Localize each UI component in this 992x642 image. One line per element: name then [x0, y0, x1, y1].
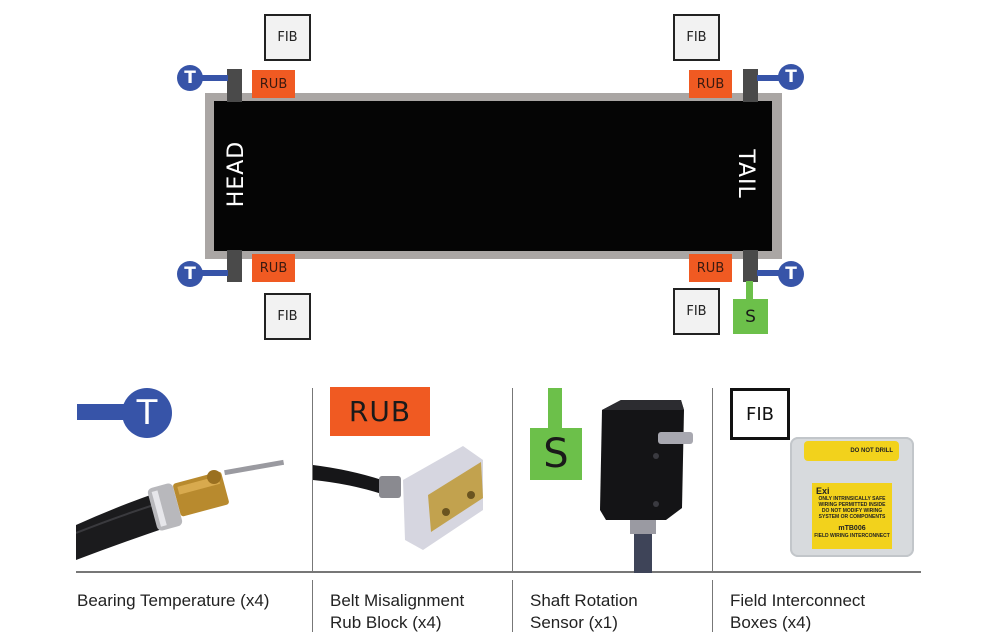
shaft-sensor-icon: S [530, 428, 582, 480]
legend-divider [712, 388, 713, 571]
temp-sensor-icon: T [778, 64, 804, 90]
legend-divider [512, 388, 513, 571]
caption-divider [312, 580, 313, 632]
junction-box-top-label: DO NOT DRILL [804, 441, 899, 461]
caption-line: Sensor (x1) [530, 613, 618, 632]
label-line: ONLY INTRINSICALLY SAFE [818, 496, 886, 502]
temp-sensor-icon: T [177, 65, 203, 91]
legend-divider [312, 388, 313, 571]
temp-sensor-icon: T [177, 261, 203, 287]
temp-sensor-stem [195, 270, 228, 276]
rub-block-tail-top: RUB [689, 70, 732, 98]
rub-block-icon: RUB [330, 387, 430, 436]
bearing-head-bottom [227, 250, 242, 282]
bearing-head-top [227, 69, 242, 102]
label-line: SYSTEM OR COMPONENTS [818, 514, 886, 520]
caption-divider [712, 580, 713, 632]
rub-block-head-bottom: RUB [252, 254, 295, 282]
caption-line: Boxes (x4) [730, 613, 812, 632]
temp-sensor-stem [757, 75, 787, 81]
head-label: HEAD [224, 140, 249, 208]
label-line: FIELD WIRING INTERCONNECT [814, 533, 890, 539]
bearing-temperature-icon: T [122, 388, 172, 438]
label-line: DO NOT MODIFY WIRING [821, 508, 883, 514]
caption-shaft-sensor: Shaft Rotation Sensor (x1) [530, 590, 638, 634]
label-model: mTB006 [838, 525, 866, 532]
fib-tail-top: FIB [673, 14, 720, 61]
rub-block-photo [313, 446, 483, 550]
tail-label: TAIL [733, 149, 758, 199]
shaft-sensor-icon: S [733, 299, 768, 334]
caption-line: Shaft Rotation [530, 591, 638, 610]
caption-line: Rub Block (x4) [330, 613, 442, 632]
temp-sensor-stem [757, 270, 787, 276]
caption-line: Field Interconnect [730, 591, 866, 610]
label-brand-text: Exi [816, 486, 830, 496]
fib-head-top: FIB [264, 14, 311, 61]
fib-tail-bottom: FIB [673, 288, 720, 335]
caption-rub-block: Belt Misalignment Rub Block (x4) [330, 590, 464, 634]
conveyor-belt [214, 101, 772, 251]
shaft-sensor-icon-stem [548, 388, 562, 430]
top-label-text: DO NOT DRILL [850, 448, 893, 454]
junction-box-photo: DO NOT DRILL Exi ONLY INTRINSICALLY SAFE… [790, 437, 914, 557]
shaft-sensor-stem [746, 281, 753, 301]
bearing-tail-top [743, 69, 758, 102]
junction-box-warning-label: Exi ONLY INTRINSICALLY SAFE WIRING PERMI… [812, 483, 892, 549]
bearing-tail-bottom [743, 250, 758, 282]
caption-divider [512, 580, 513, 632]
rub-block-head-top: RUB [252, 70, 295, 98]
caption-line: Belt Misalignment [330, 591, 465, 610]
caption-field-interconnect-box: Field Interconnect Boxes (x4) [730, 590, 865, 634]
temp-sensor-icon: T [778, 261, 804, 287]
field-interconnect-box-icon: FIB [730, 388, 790, 440]
legend-rule [76, 571, 921, 573]
caption-line: Bearing Temperature (x4) [77, 591, 270, 610]
temp-sensor-stem [195, 75, 228, 81]
shaft-sensor-photo [600, 400, 693, 573]
caption-bearing-temperature: Bearing Temperature (x4) [77, 590, 269, 612]
fib-head-bottom: FIB [264, 293, 311, 340]
temperature-probe-photo [76, 459, 285, 560]
label-brand: Exi [812, 486, 892, 496]
label-line: WIRING PERMITTED INSIDE [818, 502, 886, 508]
rub-block-tail-bottom: RUB [689, 254, 732, 282]
